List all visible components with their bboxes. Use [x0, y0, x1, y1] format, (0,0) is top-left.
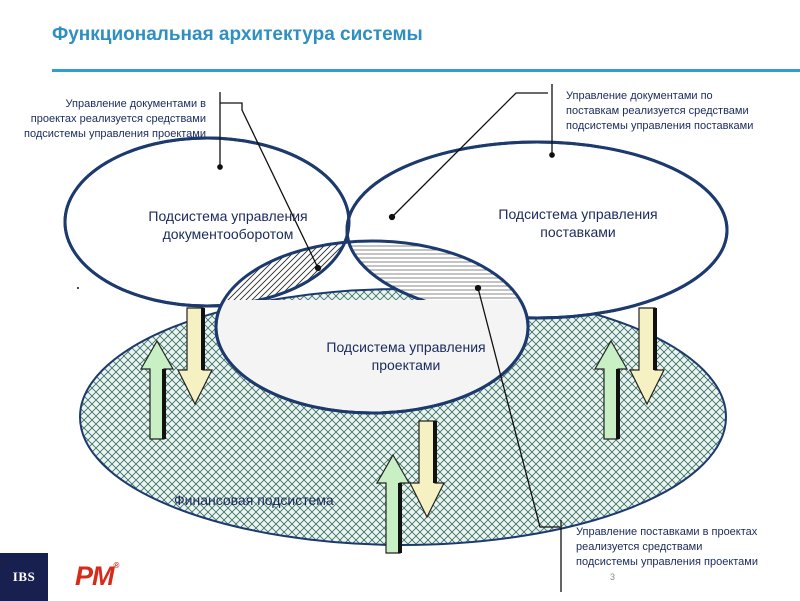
- finance-subsystem-label: Финансовая подсистема: [174, 492, 334, 508]
- documents-subsystem-label: Подсистема управления документооборотом: [148, 208, 308, 242]
- note-supplies-in-projects: Управление поставками в проектах реализу…: [576, 526, 758, 568]
- page-title: Функциональная архитектура системы: [52, 24, 423, 45]
- docs-projects-overlap: [216, 241, 349, 306]
- down-arrow-icon: [409, 420, 445, 519]
- ibs-logo: IBS: [0, 553, 48, 601]
- supplies-projects-overlap: [347, 241, 528, 318]
- registered-mark: ®: [113, 561, 120, 570]
- pm-logo: PM®: [75, 561, 120, 591]
- supplies-subsystem-label: Подсистема управления поставками: [498, 206, 658, 240]
- down-arrow-icon: [177, 307, 213, 406]
- note-docs-in-supplies: Управление документами по поставкам реал…: [566, 90, 754, 132]
- down-arrow-icon: [629, 307, 665, 406]
- title-underline: [52, 69, 800, 72]
- note-docs-in-projects: Управление документами в проектах реализ…: [24, 98, 206, 140]
- callout-bottom-right: [474, 284, 562, 592]
- callout-top-right: [388, 84, 555, 221]
- page-number: 3: [610, 572, 616, 582]
- up-arrow-icon: [139, 339, 175, 440]
- projects-subsystem-label: Подсистема управления проектами: [326, 339, 486, 373]
- callout-top-left: [217, 92, 322, 272]
- up-arrow-icon: [593, 339, 629, 440]
- up-arrow-icon: [375, 453, 411, 554]
